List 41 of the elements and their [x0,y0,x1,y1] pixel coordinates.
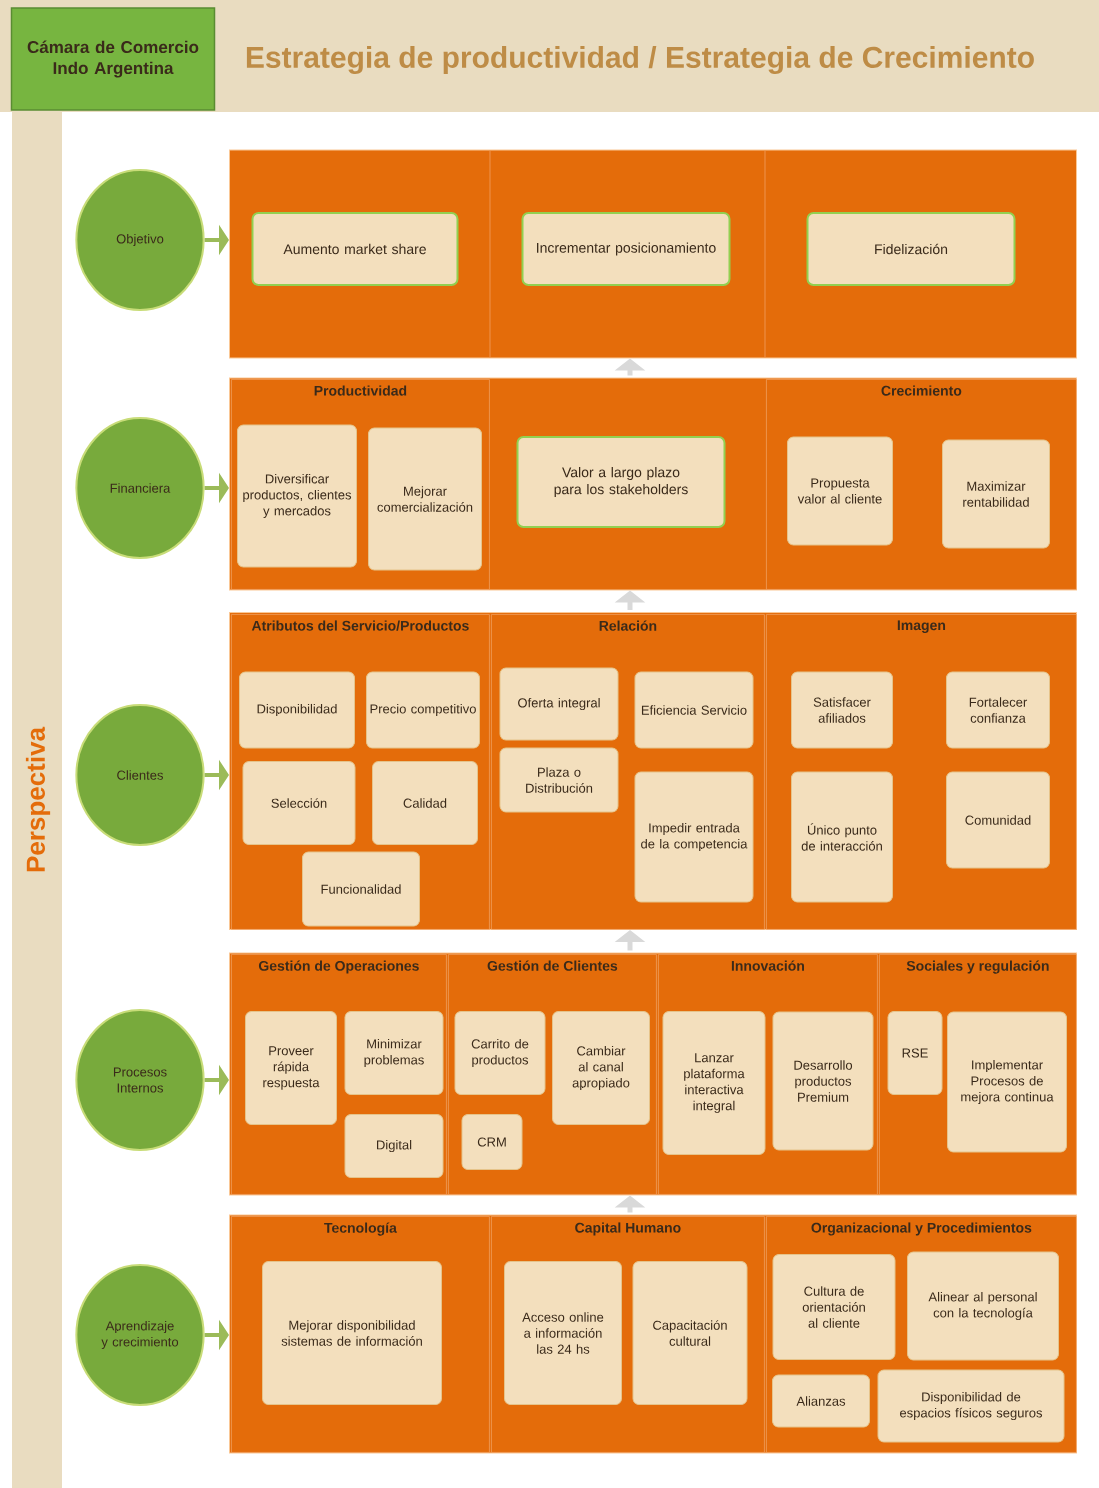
objective-box: Único punto de interacción [791,771,893,903]
objective-box: Plaza o Distribución [499,747,619,813]
objective-box: Propuesta valor al cliente [787,436,893,546]
objective-box: Satisfacer afiliados [791,671,893,749]
objective-box: Cambiar al canal apropiado [552,1011,650,1125]
objective-box: Mejorar disponibilidad sistemas de información [262,1261,442,1405]
objective-box: Impedir entrada de la competencia [634,771,754,903]
objective-box: Diversificar productos, clientes y mercados [237,424,357,568]
objective-box: CRM [461,1114,523,1170]
objective-box: Digital [344,1114,444,1178]
objective-box: Valor a largo plazo para los stakeholders [516,436,726,528]
objective-box: Maximizar rentabilidad [942,439,1050,549]
objective-box: Alianzas [772,1374,870,1428]
objective-box: Aumento market share [251,212,459,286]
objective-box: Oferta integral [499,667,619,741]
objective-box: Alinear al personal con la tecnología [907,1251,1059,1361]
objective-box: Mejorar comercialización [368,427,482,571]
objective-box: Acceso online a información las 24 hs [504,1261,622,1405]
objective-box: Incrementar posicionamiento [521,212,731,286]
objective-box: Capacitación cultural [632,1261,748,1405]
objective-box: Selección [242,761,356,845]
objective-box: Disponibilidad [239,671,355,749]
objective-box: Funcionalidad [302,851,420,927]
objective-box: Precio competitivo [366,671,480,749]
objective-box: Disponibilidad de espacios físicos seguros [877,1369,1065,1443]
header-box: Cámara de Comercio Indo Argentina [10,7,216,111]
objective-box: Cultura de orientación al cliente [772,1254,896,1360]
objective-box: Proveer rápida respuesta [245,1011,337,1125]
objective-box: Calidad [372,761,478,845]
objective-box: Fidelización [806,212,1016,286]
objective-box: Eficiencia Servicio [634,671,754,749]
title: Estrategia de productividad / Estrategia de Crecimiento [246,45,1034,75]
objective-box: Desarrollo productos Premium [772,1011,874,1151]
objective-box: Carrito de productos [454,1011,546,1095]
objective-box: Fortalecer confianza [946,671,1050,749]
objective-box: Comunidad [946,771,1050,869]
objective-box: Implementar Procesos de mejora continua [947,1011,1067,1153]
objective-box: Lanzar plataforma interactiva integral [662,1011,766,1155]
objective-box: Minimizar problemas [344,1011,444,1095]
objective-box: RSE [887,1011,943,1095]
vertical-label: Perspectiva [25,726,51,872]
